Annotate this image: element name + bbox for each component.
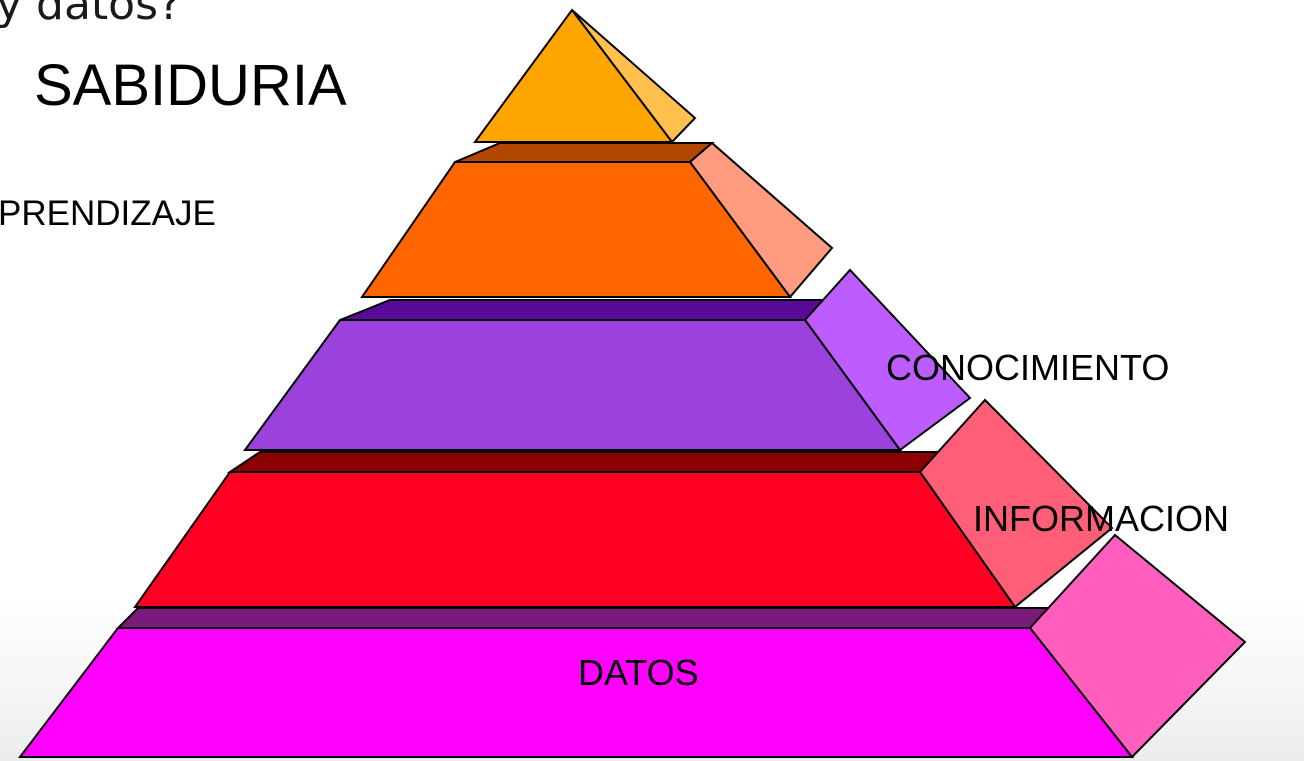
datos-front-face bbox=[20, 628, 1132, 757]
datos-top-face bbox=[118, 608, 1150, 628]
conocimiento-front-face bbox=[245, 320, 900, 450]
label-sabiduria: SABIDURIA bbox=[34, 57, 347, 115]
label-aprendizaje: PRENDIZAJE bbox=[0, 196, 216, 231]
label-datos: DATOS bbox=[578, 655, 699, 691]
conocimiento-top-face bbox=[340, 300, 835, 320]
aprendizaje-top-face bbox=[455, 143, 712, 162]
label-conocimiento: CONOCIMIENTO bbox=[886, 350, 1169, 386]
informacion-front-face bbox=[135, 472, 1015, 607]
label-informacion: INFORMACION bbox=[973, 501, 1229, 537]
informacion-top-face bbox=[230, 452, 955, 472]
